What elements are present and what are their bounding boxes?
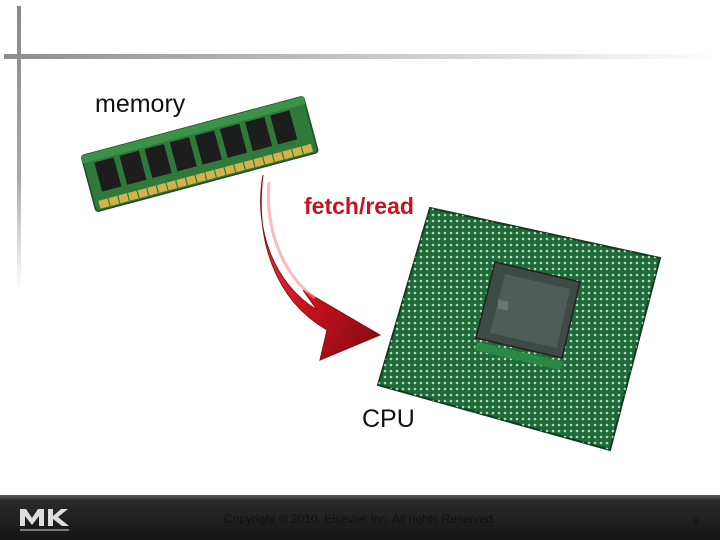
page-number: 9 (693, 516, 700, 528)
title-accent-horizontal-line (4, 54, 720, 59)
footer-bar (0, 495, 720, 540)
fetch-read-label: fetch/read (304, 193, 414, 219)
cpu-chip-icon (376, 206, 662, 452)
memory-module-icon (81, 96, 319, 212)
cpu-label: CPU (362, 405, 415, 433)
title-accent-vertical-line (17, 6, 21, 291)
memory-label: memory (95, 90, 186, 118)
morgan-kaufmann-logo-icon (20, 509, 69, 531)
copyright-text: Copyright © 2010, Elsevier Inc. All righ… (224, 512, 493, 526)
fetch-arrow-icon (260, 174, 382, 361)
